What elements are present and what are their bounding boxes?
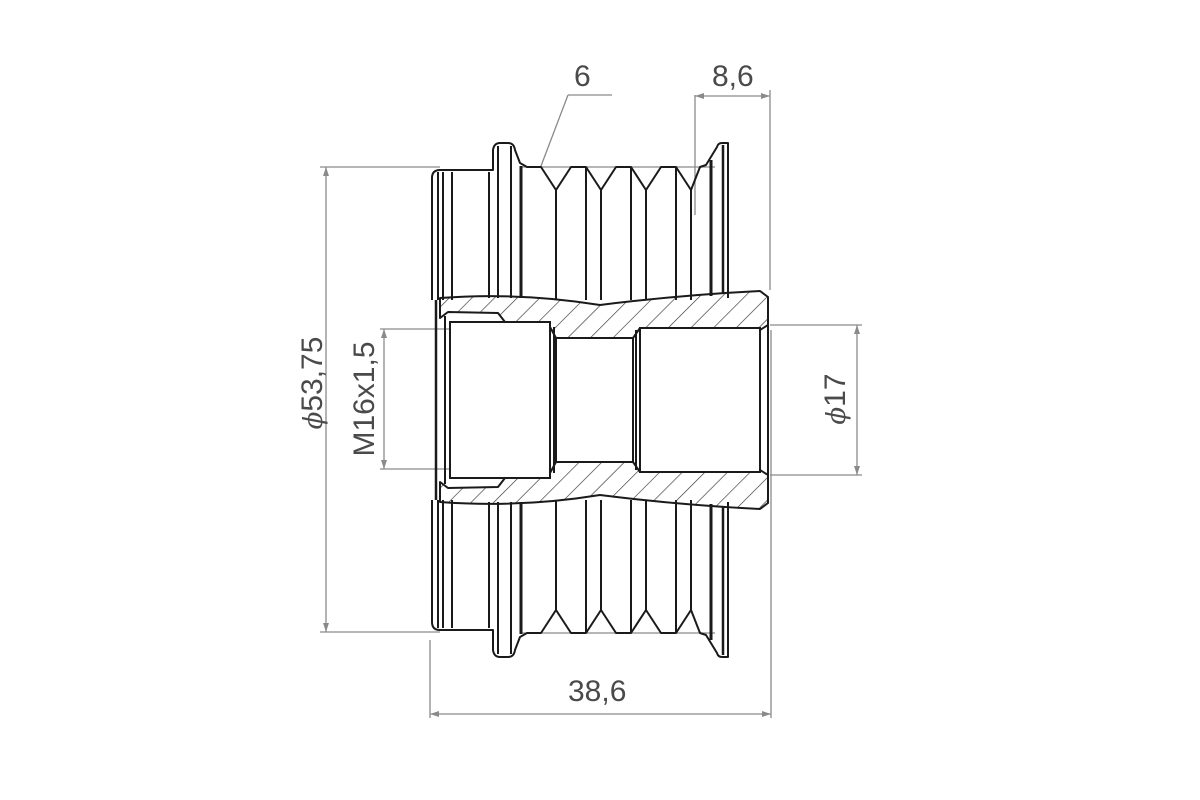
diameter-symbol: ϕ — [299, 411, 329, 430]
dimension-arrows — [323, 93, 860, 717]
bore-diameter-label: ϕ17 — [819, 373, 852, 425]
overall-length-label: 38,6 — [568, 675, 627, 708]
bore-interior — [434, 300, 761, 500]
pulley-body — [431, 142, 729, 658]
hub-section — [439, 290, 769, 510]
outer-diameter-label: ϕ53,75 — [296, 336, 329, 430]
diameter-symbol: ϕ — [822, 406, 852, 425]
rib-offset-label: 8,6 — [712, 60, 754, 93]
thread-label: M16x1,5 — [348, 341, 381, 457]
rib-count-label: 6 — [574, 60, 591, 93]
